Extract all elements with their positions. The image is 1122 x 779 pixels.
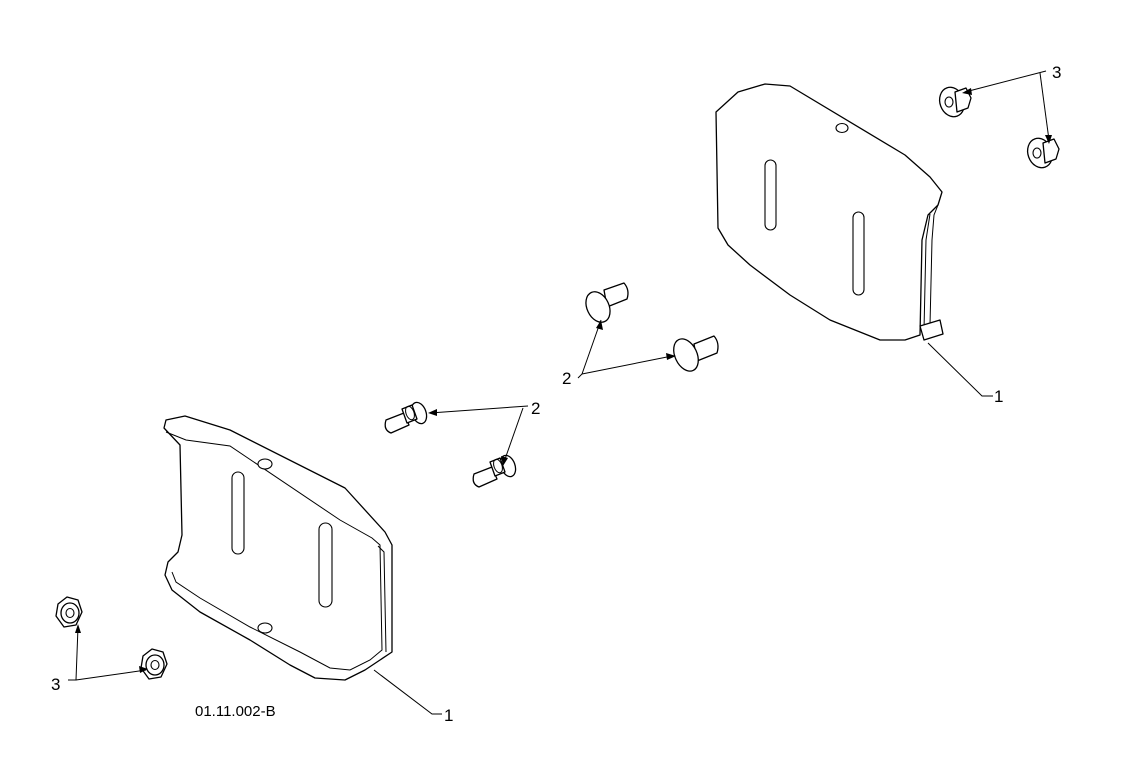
- callout-nuts-right: 3: [1052, 63, 1061, 82]
- flange-bolt-upper: [384, 401, 428, 434]
- flange-bolt-lower: [472, 454, 517, 488]
- flange-nut-left-lower: [140, 648, 168, 680]
- mount-hole-right: [835, 122, 849, 134]
- callout-nuts-left: 3: [51, 675, 60, 694]
- leader-lines: [68, 70, 1052, 715]
- slot-right-2: [852, 211, 865, 296]
- skid-shoe-right: [715, 83, 944, 341]
- callout-skid-right: 1: [994, 387, 1003, 406]
- carriage-bolt-center-lower: [673, 335, 719, 372]
- carriage-bolt-center-upper: [585, 282, 629, 323]
- flange-nut-right-lower: [1026, 137, 1060, 169]
- skid-shoe-left: [163, 415, 393, 681]
- slot-left-1: [231, 471, 245, 555]
- flange-nut-left-upper: [55, 596, 83, 628]
- callout-bolts-center: 2: [562, 369, 571, 388]
- slot-right-1: [764, 159, 777, 231]
- slot-left-2: [318, 522, 333, 608]
- drawing-code: 01.11.002-B: [195, 703, 276, 720]
- callout-skid-left: 1: [444, 706, 453, 725]
- mount-hole-left-top: [257, 458, 273, 470]
- flange-nut-right-upper: [938, 86, 972, 118]
- mount-hole-left-bottom: [257, 622, 273, 634]
- callout-bolts-left: 2: [531, 399, 540, 418]
